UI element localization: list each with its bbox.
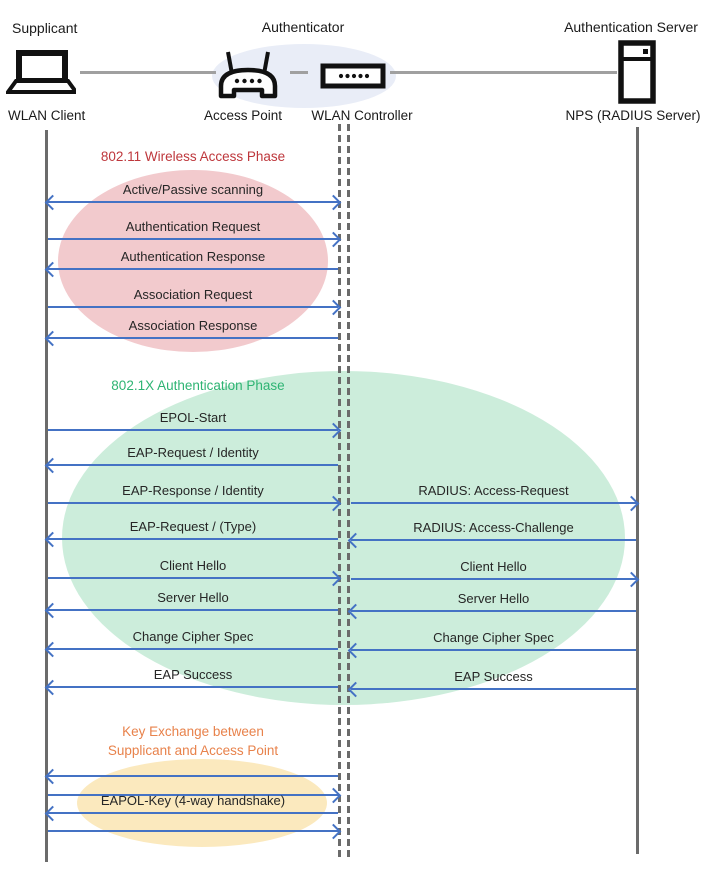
arrow-left-icon (347, 681, 636, 698)
message-label: EAP-Response / Identity (122, 483, 264, 498)
arrow-left-icon (44, 602, 338, 619)
role-authenticator: Authenticator (261, 19, 345, 35)
message-label: EPOL-Start (159, 410, 227, 425)
message-label: RADIUS: Access-Challenge (413, 520, 574, 535)
arrow-left-icon (44, 531, 338, 548)
phase-title-wireless-access: 802.11 Wireless Access Phase (100, 149, 286, 164)
message-label: Active/Passive scanning (122, 182, 264, 197)
message-label: EAP-Request / Identity (127, 445, 259, 460)
wlan-controller-icon (320, 63, 386, 89)
role-authentication-server: Authentication Server (564, 19, 698, 35)
server-icon (618, 40, 656, 104)
arrow-right-icon (351, 495, 640, 512)
arrow-left-icon (347, 532, 636, 549)
arrow-right-icon (48, 495, 342, 512)
connector-ap-wlc (290, 71, 308, 74)
connector-wlc-nps (390, 71, 617, 74)
message-label: EAP-Request / (Type) (129, 519, 257, 534)
message-label: EAP Success (454, 669, 533, 684)
arrow-left-icon (347, 642, 636, 659)
arrow-left-icon (44, 457, 338, 474)
lifeline-wlan-client (45, 130, 48, 862)
message-label: Change Cipher Spec (132, 629, 254, 644)
message-label: Client Hello (159, 558, 227, 573)
device-access-point: Access Point (203, 108, 283, 123)
phase-title-key-exchange-line1: Key Exchange between (122, 724, 264, 739)
device-wlan-controller: WLAN Controller (311, 108, 413, 123)
phase-title-key-exchange: Key Exchange between Supplicant and Acce… (63, 722, 323, 760)
arrow-right-icon (48, 422, 342, 439)
message-label: RADIUS: Access-Request (418, 483, 569, 498)
message-label: Client Hello (460, 559, 527, 574)
lifeline-wlan-controller-right (347, 124, 350, 858)
message-label: Server Hello (457, 591, 530, 606)
message-label: Authentication Request (125, 219, 261, 234)
device-nps-radius-server: NPS (RADIUS Server) (565, 108, 701, 123)
arrow-right-icon (351, 571, 640, 588)
lifeline-wlan-controller-left (338, 124, 341, 858)
arrow-right-icon (48, 787, 342, 804)
connector-client-ap (80, 71, 216, 74)
lifeline-nps-server (636, 127, 639, 854)
arrow-left-icon (44, 805, 338, 822)
arrow-left-icon (347, 603, 636, 620)
phase-ellipse-key-exchange (77, 759, 327, 847)
arrow-right-icon (48, 299, 342, 316)
phase-title-key-exchange-line2: Supplicant and Access Point (107, 743, 279, 758)
arrow-left-icon (44, 768, 338, 785)
arrow-right-icon (48, 570, 342, 587)
message-label: EAP Success (153, 667, 233, 682)
message-label: EAPOL-Key (4-way handshake) (100, 793, 286, 808)
laptop-icon (6, 50, 76, 94)
arrow-right-icon (48, 823, 342, 840)
arrow-right-icon (48, 231, 342, 248)
arrow-left-icon (44, 330, 338, 347)
phase-title-authentication: 802.1X Authentication Phase (111, 378, 285, 393)
arrow-left-icon (44, 641, 338, 658)
phase-ellipse-wireless-access (58, 170, 328, 352)
device-wlan-client: WLAN Client (8, 108, 86, 123)
message-label: Association Response (128, 318, 258, 333)
arrow-both-icon (44, 194, 342, 211)
message-label: Authentication Response (120, 249, 266, 264)
message-label: Change Cipher Spec (433, 630, 554, 645)
arrow-left-icon (44, 679, 338, 696)
message-label: Association Request (133, 287, 253, 302)
role-supplicant: Supplicant (12, 20, 78, 36)
arrow-left-icon (44, 261, 338, 278)
access-point-icon (218, 51, 278, 99)
message-label: Server Hello (157, 590, 229, 605)
